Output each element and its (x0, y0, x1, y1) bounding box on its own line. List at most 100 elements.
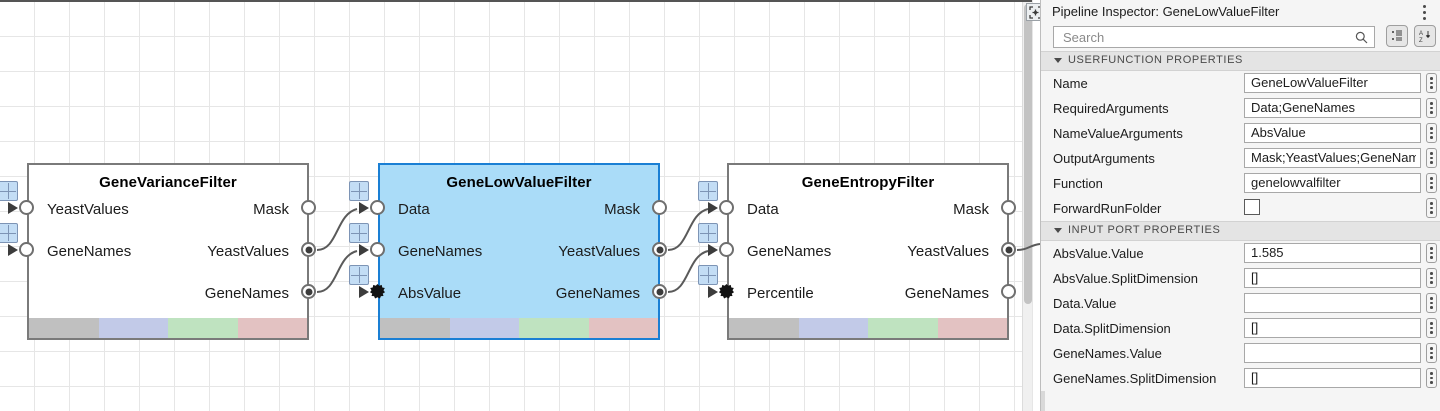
input-port-connector[interactable] (19, 242, 34, 257)
property-value (1251, 344, 1416, 362)
block-status-strip (380, 318, 658, 338)
strip-segment (237, 318, 307, 338)
property-value-field[interactable] (1244, 293, 1421, 313)
property-label: Name (1053, 76, 1088, 91)
inspector-properties-body[interactable]: USERFUNCTION PROPERTIES Name GeneLowValueF… (1041, 51, 1440, 411)
property-value: GeneLowValueFilter (1251, 75, 1368, 90)
section-header[interactable]: INPUT PORT PROPERTIES (1041, 221, 1440, 241)
block-title: GeneLowValueFilter (446, 174, 592, 191)
port-grid-badge-icon[interactable] (0, 223, 18, 243)
property-options-icon[interactable] (1426, 368, 1437, 388)
output-port-connector[interactable] (301, 242, 316, 257)
output-port-connector[interactable] (652, 242, 667, 257)
input-port-unconnected-marker[interactable] (370, 284, 385, 299)
property-value-field[interactable]: AbsValue (1244, 123, 1421, 143)
input-port-label: AbsValue (398, 285, 462, 302)
property-row: GeneNames.SplitDimension[] (1041, 366, 1440, 391)
output-port-connector[interactable] (301, 284, 316, 299)
property-options-icon[interactable] (1426, 123, 1437, 143)
fit-to-view-icon[interactable] (1026, 3, 1040, 21)
property-options-icon[interactable] (1426, 268, 1437, 288)
block-title: GeneEntropyFilter (801, 174, 935, 191)
strip-segment (588, 318, 658, 338)
canvas-vertical-scrollbar[interactable] (1022, 2, 1033, 411)
output-port-connector[interactable] (1001, 284, 1016, 299)
property-value: AbsValue (1251, 125, 1306, 140)
property-options-icon[interactable] (1426, 293, 1437, 313)
property-options-icon[interactable] (1426, 173, 1437, 193)
strip-segment (937, 318, 1007, 338)
input-port-unconnected-marker[interactable] (719, 284, 734, 299)
property-value-field[interactable]: GeneLowValueFilter (1244, 73, 1421, 93)
port-grid-badge-icon[interactable] (698, 265, 718, 285)
property-options-icon[interactable] (1426, 148, 1437, 168)
property-options-icon[interactable] (1426, 73, 1437, 93)
input-port-arrow-icon (359, 244, 369, 256)
input-port-arrow-icon (8, 202, 18, 214)
port-grid-badge-icon[interactable] (349, 223, 369, 243)
input-port-connector[interactable] (719, 200, 734, 215)
property-value-field[interactable]: Mask;YeastValues;GeneNames (1244, 148, 1421, 168)
property-checkbox[interactable] (1244, 199, 1260, 215)
input-port-arrow-icon (359, 286, 369, 298)
property-value: genelowvalfilter (1251, 175, 1341, 190)
property-sections: USERFUNCTION PROPERTIES Name GeneLowValueF… (1041, 51, 1440, 391)
strip-segment (868, 318, 938, 338)
property-value-field[interactable]: [] (1244, 268, 1421, 288)
property-value-field[interactable]: Data;GeneNames (1244, 98, 1421, 118)
property-label: Data.SplitDimension (1053, 321, 1171, 336)
property-row: Data.SplitDimension [] (1041, 316, 1440, 341)
input-port-connector[interactable] (370, 242, 385, 257)
input-port-connector[interactable] (719, 242, 734, 257)
output-port-label: Mask (953, 201, 989, 218)
output-port-label: GeneNames (904, 285, 989, 302)
property-value-field[interactable]: [] (1244, 318, 1421, 338)
strip-segment (168, 318, 238, 338)
input-port-connector[interactable] (370, 200, 385, 215)
section-header[interactable]: USERFUNCTION PROPERTIES (1041, 51, 1440, 71)
inspector-header: Pipeline Inspector: GeneLowValueFilter (1041, 0, 1440, 25)
property-options-icon[interactable] (1426, 98, 1437, 118)
property-value-field[interactable] (1244, 343, 1421, 363)
port-grid-badge-icon[interactable] (698, 223, 718, 243)
svg-text:Z: Z (1419, 38, 1423, 43)
sort-alphabetical-icon[interactable]: A Z (1414, 25, 1436, 47)
group-by-category-icon[interactable] (1386, 25, 1408, 47)
strip-segment (729, 318, 799, 338)
port-grid-badge-icon[interactable] (349, 265, 369, 285)
property-options-icon[interactable] (1426, 318, 1437, 338)
block-status-strip (29, 318, 307, 338)
more-options-icon[interactable] (1417, 3, 1431, 21)
property-row: AbsValue.SplitDimension[] (1041, 266, 1440, 291)
output-port-connector[interactable] (301, 200, 316, 215)
port-grid-badge-icon[interactable] (349, 181, 369, 201)
port-grid-badge-icon[interactable] (698, 181, 718, 201)
property-options-icon[interactable] (1426, 343, 1437, 363)
input-port-arrow-icon (8, 244, 18, 256)
section-header-label: INPUT PORT PROPERTIES (1068, 224, 1221, 236)
output-port-connector[interactable] (1001, 242, 1016, 257)
property-value-field[interactable]: [] (1244, 368, 1421, 388)
output-port-connector[interactable] (652, 284, 667, 299)
property-options-icon[interactable] (1426, 243, 1437, 263)
chevron-down-icon (1054, 228, 1062, 233)
svg-text:A: A (1419, 31, 1423, 37)
input-port-connector[interactable] (19, 200, 34, 215)
port-grid-badge-icon[interactable] (0, 181, 18, 201)
property-value-field[interactable]: genelowvalfilter (1244, 173, 1421, 193)
property-row: Name GeneLowValueFilter (1041, 71, 1440, 96)
search-input[interactable] (1061, 27, 1345, 49)
property-label: OutputArguments (1053, 151, 1155, 166)
output-port-connector[interactable] (1001, 200, 1016, 215)
search-field[interactable] (1053, 26, 1375, 49)
inspector-title: Pipeline Inspector: GeneLowValueFilter (1052, 4, 1280, 19)
property-value-field[interactable]: 1.585 (1244, 243, 1421, 263)
output-port-label: YeastValues (907, 243, 989, 260)
property-options-icon[interactable] (1426, 198, 1437, 218)
output-port-connector[interactable] (652, 200, 667, 215)
